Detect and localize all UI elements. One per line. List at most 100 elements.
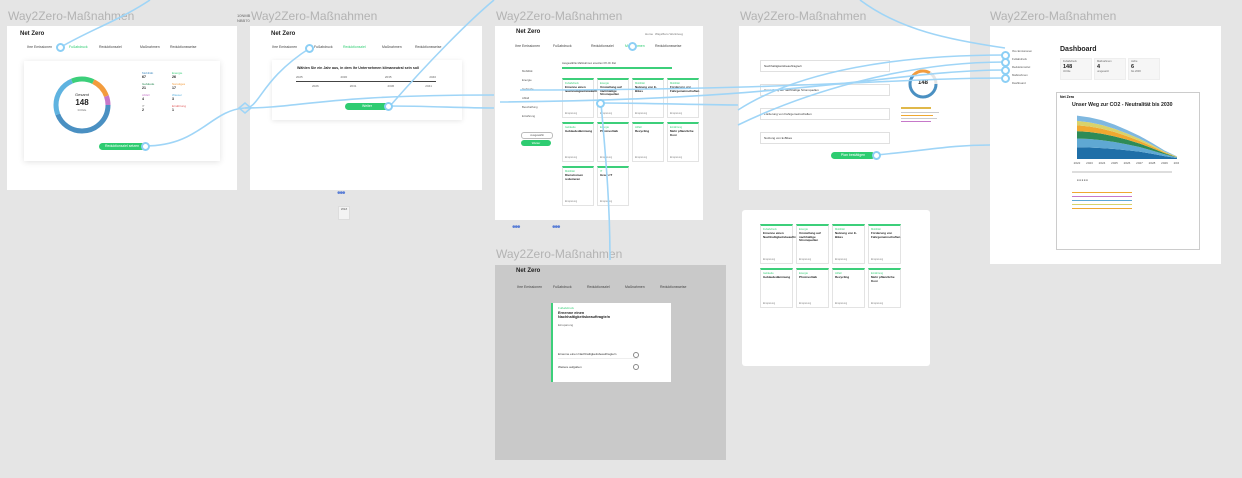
legend-name: Wasser bbox=[172, 93, 183, 97]
sidebar-item[interactable]: Mobilität bbox=[522, 69, 533, 73]
frame-title[interactable]: Way2Zero-Maßnahmen bbox=[251, 9, 378, 23]
radio-icon[interactable] bbox=[633, 364, 639, 370]
tab-footprint[interactable]: Fußabdruck bbox=[314, 45, 333, 49]
card-title: Dienstreisen reduzieren bbox=[565, 173, 584, 181]
sidebar-item[interactable]: Maßnahmen bbox=[1012, 73, 1028, 77]
sidebar-item[interactable]: Reduktionsziel bbox=[1012, 65, 1031, 69]
legend-text: ■ ■ ■ ■ ■ bbox=[1077, 179, 1088, 182]
more-icon[interactable]: ••• bbox=[337, 188, 345, 199]
tab-measures[interactable]: Maßnahmen bbox=[140, 45, 160, 49]
sidebar-item[interactable]: Gebäude bbox=[522, 87, 534, 91]
connector-node[interactable] bbox=[384, 102, 393, 111]
confirm-plan-button[interactable]: Plan bestätigen bbox=[831, 152, 875, 159]
modal-option[interactable]: Weitere aufgaben bbox=[558, 365, 582, 369]
connector-node[interactable] bbox=[596, 99, 605, 108]
report-panel: Net Zero Unser Weg zur CO2 - Neutralität… bbox=[1056, 92, 1200, 250]
frame-title[interactable]: Way2Zero-Maßnahmen bbox=[496, 247, 623, 261]
connector-node[interactable] bbox=[872, 151, 881, 160]
plan-row[interactable]: Nutzung von E-Bikes bbox=[760, 132, 890, 144]
sidebar-item[interactable]: Beschaffung bbox=[522, 105, 538, 109]
sidebar-item[interactable]: Abfall bbox=[522, 96, 529, 100]
sidebar-item[interactable]: Energie bbox=[522, 78, 532, 82]
small-tag[interactable]: W2Z bbox=[338, 206, 350, 220]
next-button[interactable]: Weiter bbox=[345, 103, 389, 110]
frame-measures[interactable]: Net Zero Home Way2Zero Werkzeug Ihre Emi… bbox=[495, 26, 703, 220]
top-link-tool[interactable]: Way2Zero Werkzeug bbox=[655, 32, 684, 36]
tab-reduction-goal[interactable]: Reduktionsziel bbox=[343, 45, 366, 49]
tab-emissions[interactable]: Ihre Emissionen bbox=[515, 44, 541, 48]
more-icon[interactable]: ••• bbox=[552, 222, 560, 233]
x-tick-label: 2028 bbox=[1149, 161, 1156, 165]
tab-reduction-way[interactable]: Reduktionsweise bbox=[660, 285, 687, 289]
frame-reduction-goal[interactable]: Net Zero Ihre Emissionen Fußabdruck Redu… bbox=[250, 26, 482, 190]
tab-reduction-goal[interactable]: Reduktionsziel bbox=[99, 45, 122, 49]
modal-option[interactable]: Ernenne einen Nachhaltigkeitsbeauftragte… bbox=[558, 352, 638, 359]
legend-value: 21 bbox=[142, 86, 146, 90]
card-footer: Einsparung bbox=[670, 156, 683, 159]
reduction-goal-button[interactable]: Reduktionsziel setzen bbox=[99, 143, 145, 150]
goal-card: Wählen Sie ein Jahr aus, in dem Ihr Unte… bbox=[272, 60, 462, 120]
selected-button[interactable]: Ausgewählt bbox=[521, 132, 553, 139]
card-footer: Einsparung bbox=[670, 112, 683, 115]
connector-node[interactable] bbox=[1001, 74, 1010, 83]
sidebar-item[interactable]: Dashboard bbox=[1012, 81, 1026, 85]
continue-button[interactable]: Weiter bbox=[521, 140, 551, 146]
tab-reduction-way[interactable]: Reduktionsweise bbox=[415, 45, 442, 49]
connector-node[interactable] bbox=[141, 142, 150, 151]
tab-footprint[interactable]: Fußabdruck bbox=[553, 44, 572, 48]
sidebar-item[interactable]: Ihre Emissionen bbox=[1012, 49, 1033, 53]
connector-node[interactable] bbox=[305, 44, 314, 53]
tab-reduction-goal[interactable]: Reduktionsziel bbox=[587, 285, 610, 289]
frame-title[interactable]: Way2Zero-Maßnahmen bbox=[496, 9, 623, 23]
connector-node[interactable] bbox=[56, 43, 65, 52]
card-category: Abfall bbox=[835, 272, 842, 275]
top-link-home[interactable]: Home bbox=[645, 32, 654, 36]
card-category: Mobilität bbox=[670, 82, 680, 85]
plan-row[interactable]: Nachhaltigkeitsbeauftragte/n bbox=[760, 60, 890, 72]
year-slider[interactable] bbox=[296, 81, 436, 82]
frame-measure-modal[interactable]: Net Zero Ihre Emissionen Fußabdruck Redu… bbox=[495, 265, 726, 460]
tab-reduction-way[interactable]: Reduktionsweise bbox=[170, 45, 197, 49]
card-category: Energie bbox=[600, 82, 609, 85]
sidebar-item[interactable]: Fußabdruck bbox=[1012, 57, 1027, 61]
card-title: Förderung von Fahrgemeinschaften bbox=[670, 85, 700, 93]
tab-reduction-way[interactable]: Reduktionsweise bbox=[655, 44, 682, 48]
tab-emissions[interactable]: Ihre Emissionen bbox=[517, 285, 543, 289]
frame-title[interactable]: Way2Zero-Maßnahmen bbox=[8, 9, 135, 23]
tab-reduction-goal[interactable]: Reduktionsziel bbox=[591, 44, 614, 48]
more-icon[interactable]: ••• bbox=[512, 222, 520, 233]
connector-node[interactable] bbox=[628, 42, 637, 51]
legend-value: 17 bbox=[172, 86, 176, 90]
tab-emissions[interactable]: Ihre Emissionen bbox=[27, 45, 53, 49]
frame-emissions[interactable]: Net Zero Ihre Emissionen Fußabdruck Redu… bbox=[7, 26, 237, 190]
card-category: Mobilität bbox=[871, 228, 881, 231]
legend-value: 2 bbox=[142, 108, 144, 112]
tab-measures[interactable]: Maßnahmen bbox=[625, 285, 645, 289]
tab-measures[interactable]: Maßnahmen bbox=[382, 45, 402, 49]
plan-row[interactable]: Förderung von Fahrgemeinschaften bbox=[760, 108, 890, 120]
radio-icon[interactable] bbox=[633, 352, 639, 358]
sidebar-item[interactable]: Ernährung bbox=[522, 114, 536, 118]
tab-emissions[interactable]: Ihre Emissionen bbox=[272, 45, 298, 49]
tab-footprint[interactable]: Fußabdruck bbox=[69, 45, 88, 49]
tab-footprint[interactable]: Fußabdruck bbox=[553, 285, 572, 289]
frame-title[interactable]: Way2Zero-Maßnahmen bbox=[990, 9, 1117, 23]
frame-title[interactable]: Way2Zero-Maßnahmen bbox=[740, 9, 867, 23]
